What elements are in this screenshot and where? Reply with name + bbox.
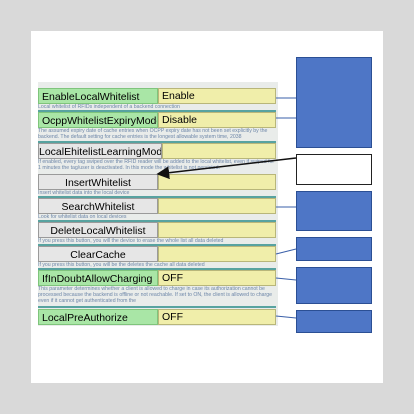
clear-cache-button[interactable]: ClearCache bbox=[38, 246, 158, 262]
setting-description: The assumed expiry date of cache entries… bbox=[38, 128, 268, 141]
setting-value-field[interactable] bbox=[158, 198, 276, 214]
setting-value-field[interactable] bbox=[158, 174, 276, 190]
search-whitelist-button[interactable]: SearchWhitelist bbox=[38, 198, 158, 214]
callout-box-1 bbox=[296, 57, 372, 148]
setting-value-select[interactable]: Enable bbox=[158, 88, 276, 104]
row-separator bbox=[38, 244, 276, 246]
callout-box-3 bbox=[296, 237, 372, 261]
setting-label[interactable]: LocalEhitelistLearningMode bbox=[38, 143, 162, 159]
setting-description: Insert whitelist data into the local dev… bbox=[38, 190, 130, 196]
row-separator bbox=[38, 141, 276, 143]
setting-value-field[interactable] bbox=[162, 143, 276, 159]
setting-label: LocalPreAuthorize bbox=[38, 309, 158, 325]
callout-box-2 bbox=[296, 191, 372, 231]
setting-value-select[interactable]: OFF bbox=[158, 270, 276, 286]
row-separator bbox=[38, 306, 276, 308]
setting-description: This parameter determines whether a clie… bbox=[38, 286, 273, 305]
setting-value-field[interactable] bbox=[158, 222, 276, 238]
setting-description: If you press this button, you will be th… bbox=[38, 262, 205, 268]
insert-whitelist-button[interactable]: InsertWhitelist bbox=[38, 174, 158, 190]
callout-box-5 bbox=[296, 310, 372, 333]
row-separator bbox=[38, 110, 276, 112]
setting-description: Look for whitelist data on local devices bbox=[38, 214, 127, 220]
row-separator bbox=[38, 268, 276, 270]
callout-box-highlight bbox=[296, 154, 372, 185]
setting-label: EnableLocalWhitelist bbox=[38, 88, 158, 104]
setting-description: If you press this button, you will the d… bbox=[38, 238, 224, 244]
setting-label: OcppWhitelistExpiryMode bbox=[38, 112, 158, 128]
setting-value-select[interactable]: OFF bbox=[158, 309, 276, 325]
callout-box-4 bbox=[296, 267, 372, 304]
setting-value-field[interactable] bbox=[158, 246, 276, 262]
delete-local-whitelist-button[interactable]: DeleteLocalWhitelist bbox=[38, 222, 158, 238]
setting-label: IfInDoubtAllowCharging bbox=[38, 270, 158, 286]
setting-description: If enabled, every tag swiped over the RF… bbox=[38, 159, 275, 172]
setting-description: Local whitelist of RFIDs independent of … bbox=[38, 104, 180, 110]
row-separator bbox=[38, 220, 276, 222]
setting-value-select[interactable]: Disable bbox=[158, 112, 276, 128]
row-separator bbox=[38, 196, 276, 198]
